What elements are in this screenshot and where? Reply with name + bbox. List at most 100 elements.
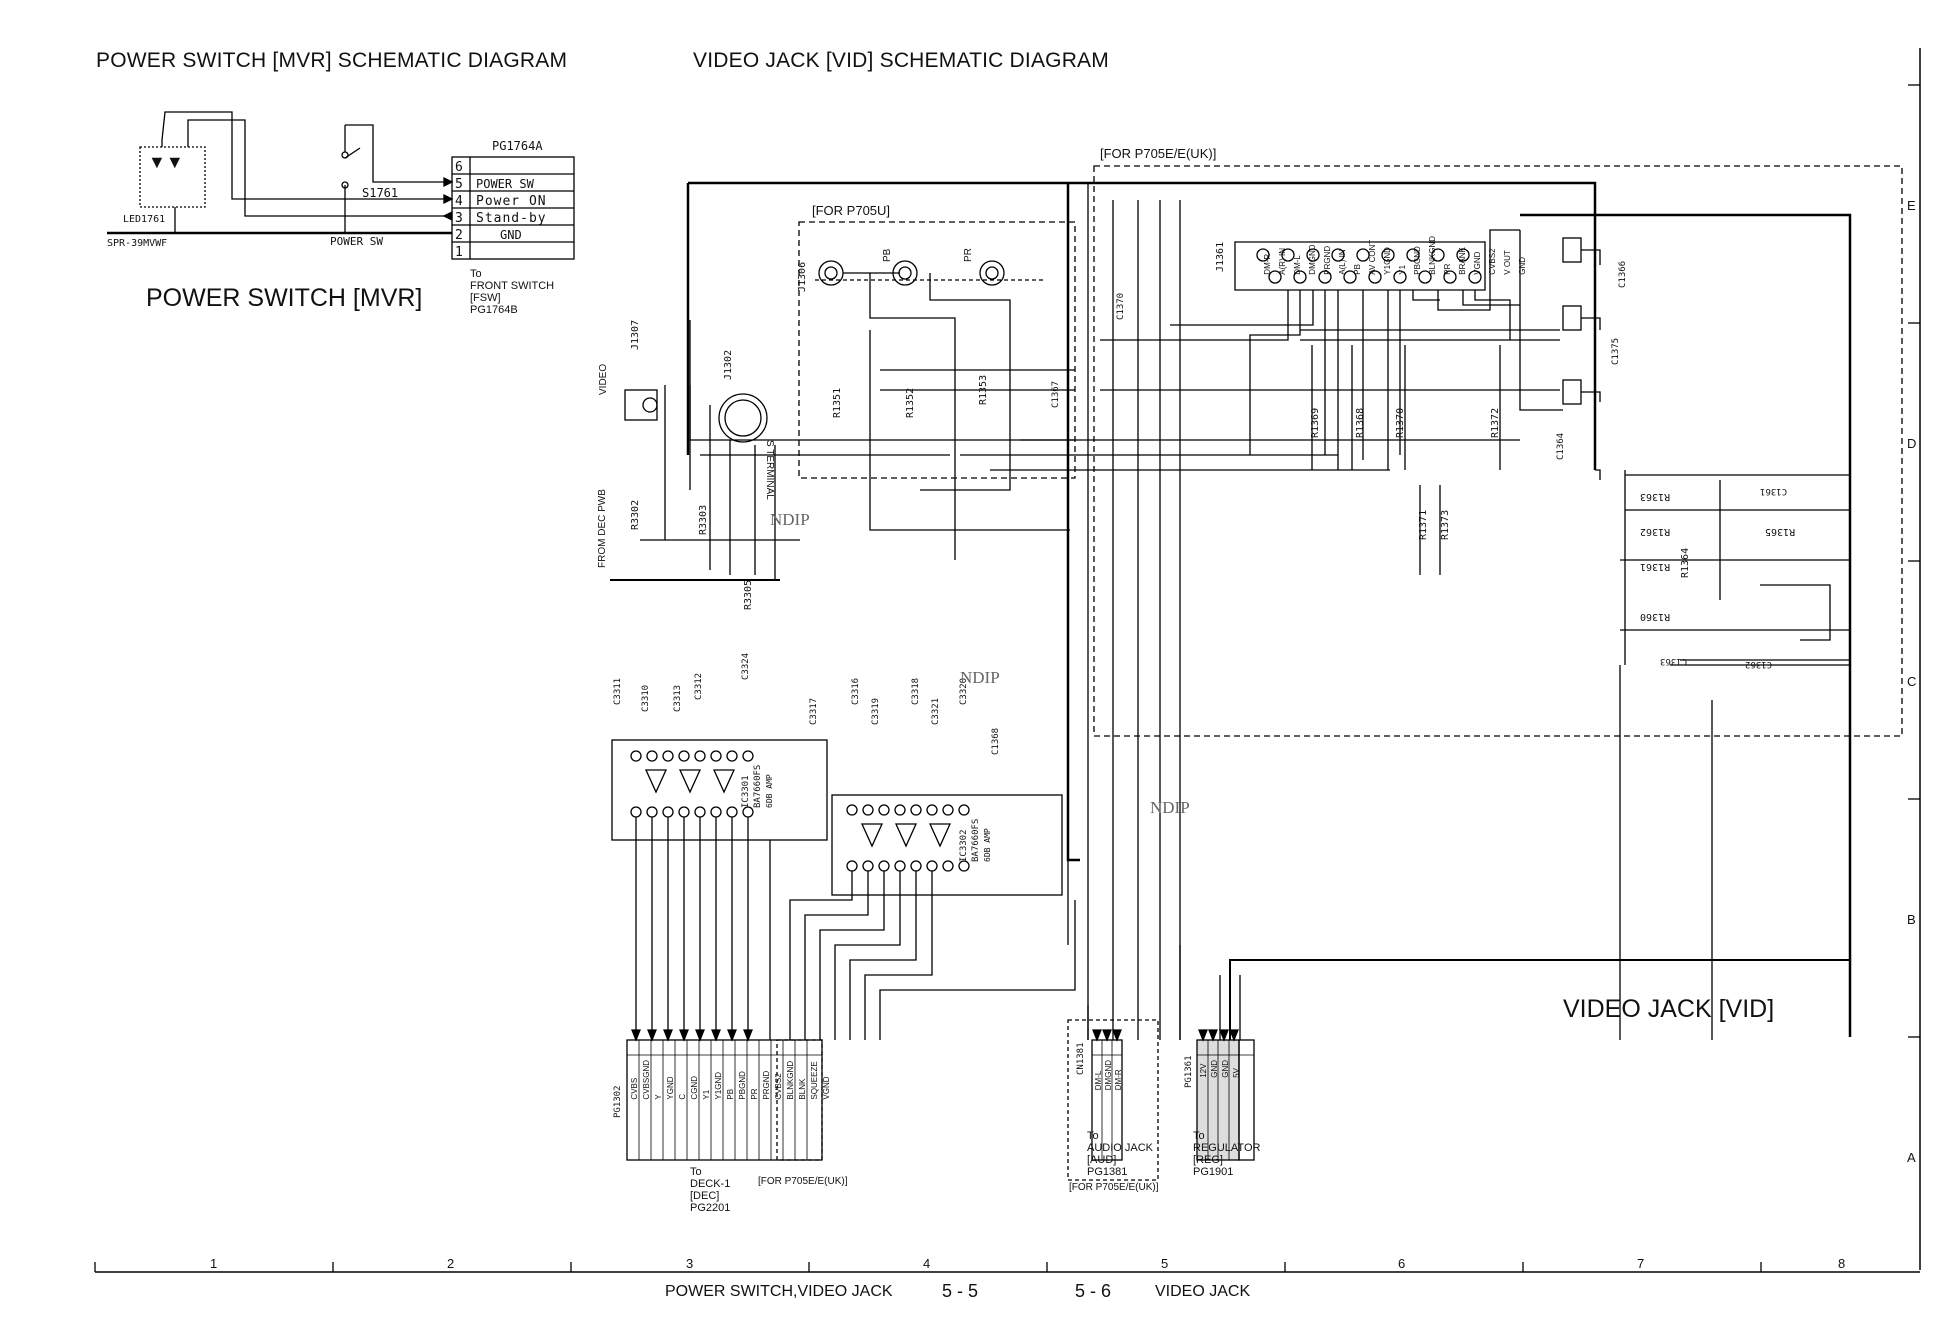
pb-label: PB [882,248,893,262]
grid-row: C [1907,674,1917,689]
resistor-label: R1353 [978,374,989,405]
pg1361-label: PG1361 [1184,1055,1194,1088]
ic3301-label: IC3301 [741,775,751,808]
resistor-label: R1351 [832,387,843,418]
dest-line: PG1381 [1087,1166,1128,1178]
footer-left-page: 5 - 5 [942,1281,979,1301]
scart-pin: Y1GND [1383,247,1392,275]
power-switch-pin-numbers: 6 5 4 3 2 1 [455,159,463,261]
scart-pin: GND [1518,256,1527,275]
scart-pin: DMGND [1308,244,1317,275]
capacitor-label: C3321 [931,697,941,725]
pg1302-pin: PB [726,1088,735,1100]
from-dec-label: FROM DEC PWB [597,489,608,568]
cn1381-pin: DM-L [1094,1070,1103,1091]
pin-label: POWER SW [476,177,534,191]
j1307-label: J1307 [630,319,641,350]
cn1381-note: [FOR P705E/E(UK)] [1069,1182,1159,1193]
scart-pin: A(L) IN [1338,249,1347,275]
ndip-mark: NDIP [770,510,810,529]
pg1302-pin: BLNK [798,1078,807,1100]
dest-line: [FSW] [470,292,501,304]
pg1302-pin: Y1 [702,1089,711,1100]
grid-col: 8 [1838,1256,1846,1271]
pg1361-destination: To REGULATOR [REG] PG1901 [1193,1130,1260,1178]
footer-right-text: VIDEO JACK [1155,1283,1251,1300]
capacitor-label: C1366 [1618,260,1628,288]
pg1302-pin: CVBS [630,1077,639,1100]
power-sw-net-label: POWER SW [330,235,383,248]
grid-row: E [1907,198,1916,213]
resistor-label: R1365 [1765,526,1796,537]
power-switch-pin-labels: POWER SW Power ON Stand-by GND [476,159,547,261]
capacitor-label: C3311 [613,677,623,705]
pg1302-pin: CGND [690,1076,699,1100]
grid-col: 7 [1637,1256,1645,1271]
dest-line: PG1901 [1193,1166,1234,1178]
capacitor-label: C3316 [851,677,861,705]
dest-line: REGULATOR [1193,1142,1261,1154]
resistor-label: R1352 [905,387,916,418]
pin-label [476,244,547,261]
grid-col: 4 [923,1256,931,1271]
ndip-mark: NDIP [1150,798,1190,817]
grid-col: 2 [447,1256,455,1271]
resistor-label: R1372 [1490,407,1501,438]
led-diode-icon: ▼▼ [148,152,184,172]
j1302-label: J1302 [723,349,734,380]
capacitor-label: C3317 [809,697,819,725]
cn1381-pin-labels: DM-L DMGND DM-R [1093,1060,1123,1091]
resistor-label: R3303 [698,504,709,535]
resistor-label: R1363 [1640,491,1671,502]
scart-pin: A(R) IN [1278,248,1287,275]
pg1302-pin: PRGND [762,1070,771,1100]
capacitor-label: C1362 [1745,659,1773,669]
scart-pin: CVBS2 [1488,248,1497,275]
pin-num: 4 [455,194,463,209]
power-switch-destination: To FRONT SWITCH [FSW] PG1764B [470,268,554,316]
dest-line: To [470,268,482,280]
grid-col: 3 [686,1256,694,1271]
ic3302-label: IC3302 [959,829,969,862]
dest-line: To [690,1166,702,1178]
pg1302-pin: VGND [822,1076,831,1100]
resistor-label: R1369 [1310,407,1321,438]
j1361-label: J1361 [1215,241,1226,272]
capacitor-label: C3310 [641,684,651,712]
scart-pin: AV CONT [1368,239,1377,275]
dest-line: DECK-1 [690,1178,731,1190]
grid-row: B [1907,912,1916,927]
video-jack-board-title: VIDEO JACK [VID] [1563,995,1775,1023]
ic3302-amp-label: 6DB AMP [983,828,992,862]
pg1302-destination: To DECK-1 [DEC] PG2201 [690,1166,730,1214]
footer-right-page: 5 - 6 [1075,1281,1112,1301]
dest-line: PG2201 [690,1202,731,1214]
scart-pin: PBGND [1413,246,1422,275]
video-jack-label: VIDEO [598,363,609,395]
resistor-label: R1362 [1640,526,1671,537]
pg1302-pin: PBGND [738,1071,747,1100]
dest-line: [REG] [1193,1154,1223,1166]
pg1361-pin: GND [1221,1060,1230,1078]
pg1361-pin: 12V [1199,1063,1208,1078]
region-p705u-label: [FOR P705U] [812,203,891,218]
scart-pin: DM-L [1293,255,1302,275]
video-jack-diagram-title: VIDEO JACK [VID] SCHEMATIC DIAGRAM [693,49,1109,72]
cn1381-pin: DM-R [1114,1069,1123,1091]
capacitor-label: C1370 [1116,292,1126,320]
resistor-label: R1371 [1418,509,1429,540]
pin-num: 2 [455,228,463,243]
pg1302-pin: YGND [666,1076,675,1100]
cn1381-destination: To AUDIO JACK [AUD] PG1381 [1087,1130,1153,1178]
pg1361-pin: 5V [1232,1067,1241,1078]
dest-line: PG1764B [470,304,518,316]
capacitor-label: C3319 [871,697,881,725]
pg1302-pin-labels: CVBS CVBSGND Y YGND C CGND Y1 Y1GND PB P… [629,1060,831,1100]
grid-row: A [1907,1150,1916,1165]
resistor-label: R1368 [1355,407,1366,438]
scart-pin: BRANK [1458,247,1467,275]
scart-pin: PR [1443,263,1452,275]
scart-pin: Y1 [1398,264,1407,275]
pg1302-pin: CVBSGND [642,1060,651,1100]
led-part-label: SPR-39MVWF [107,238,168,249]
